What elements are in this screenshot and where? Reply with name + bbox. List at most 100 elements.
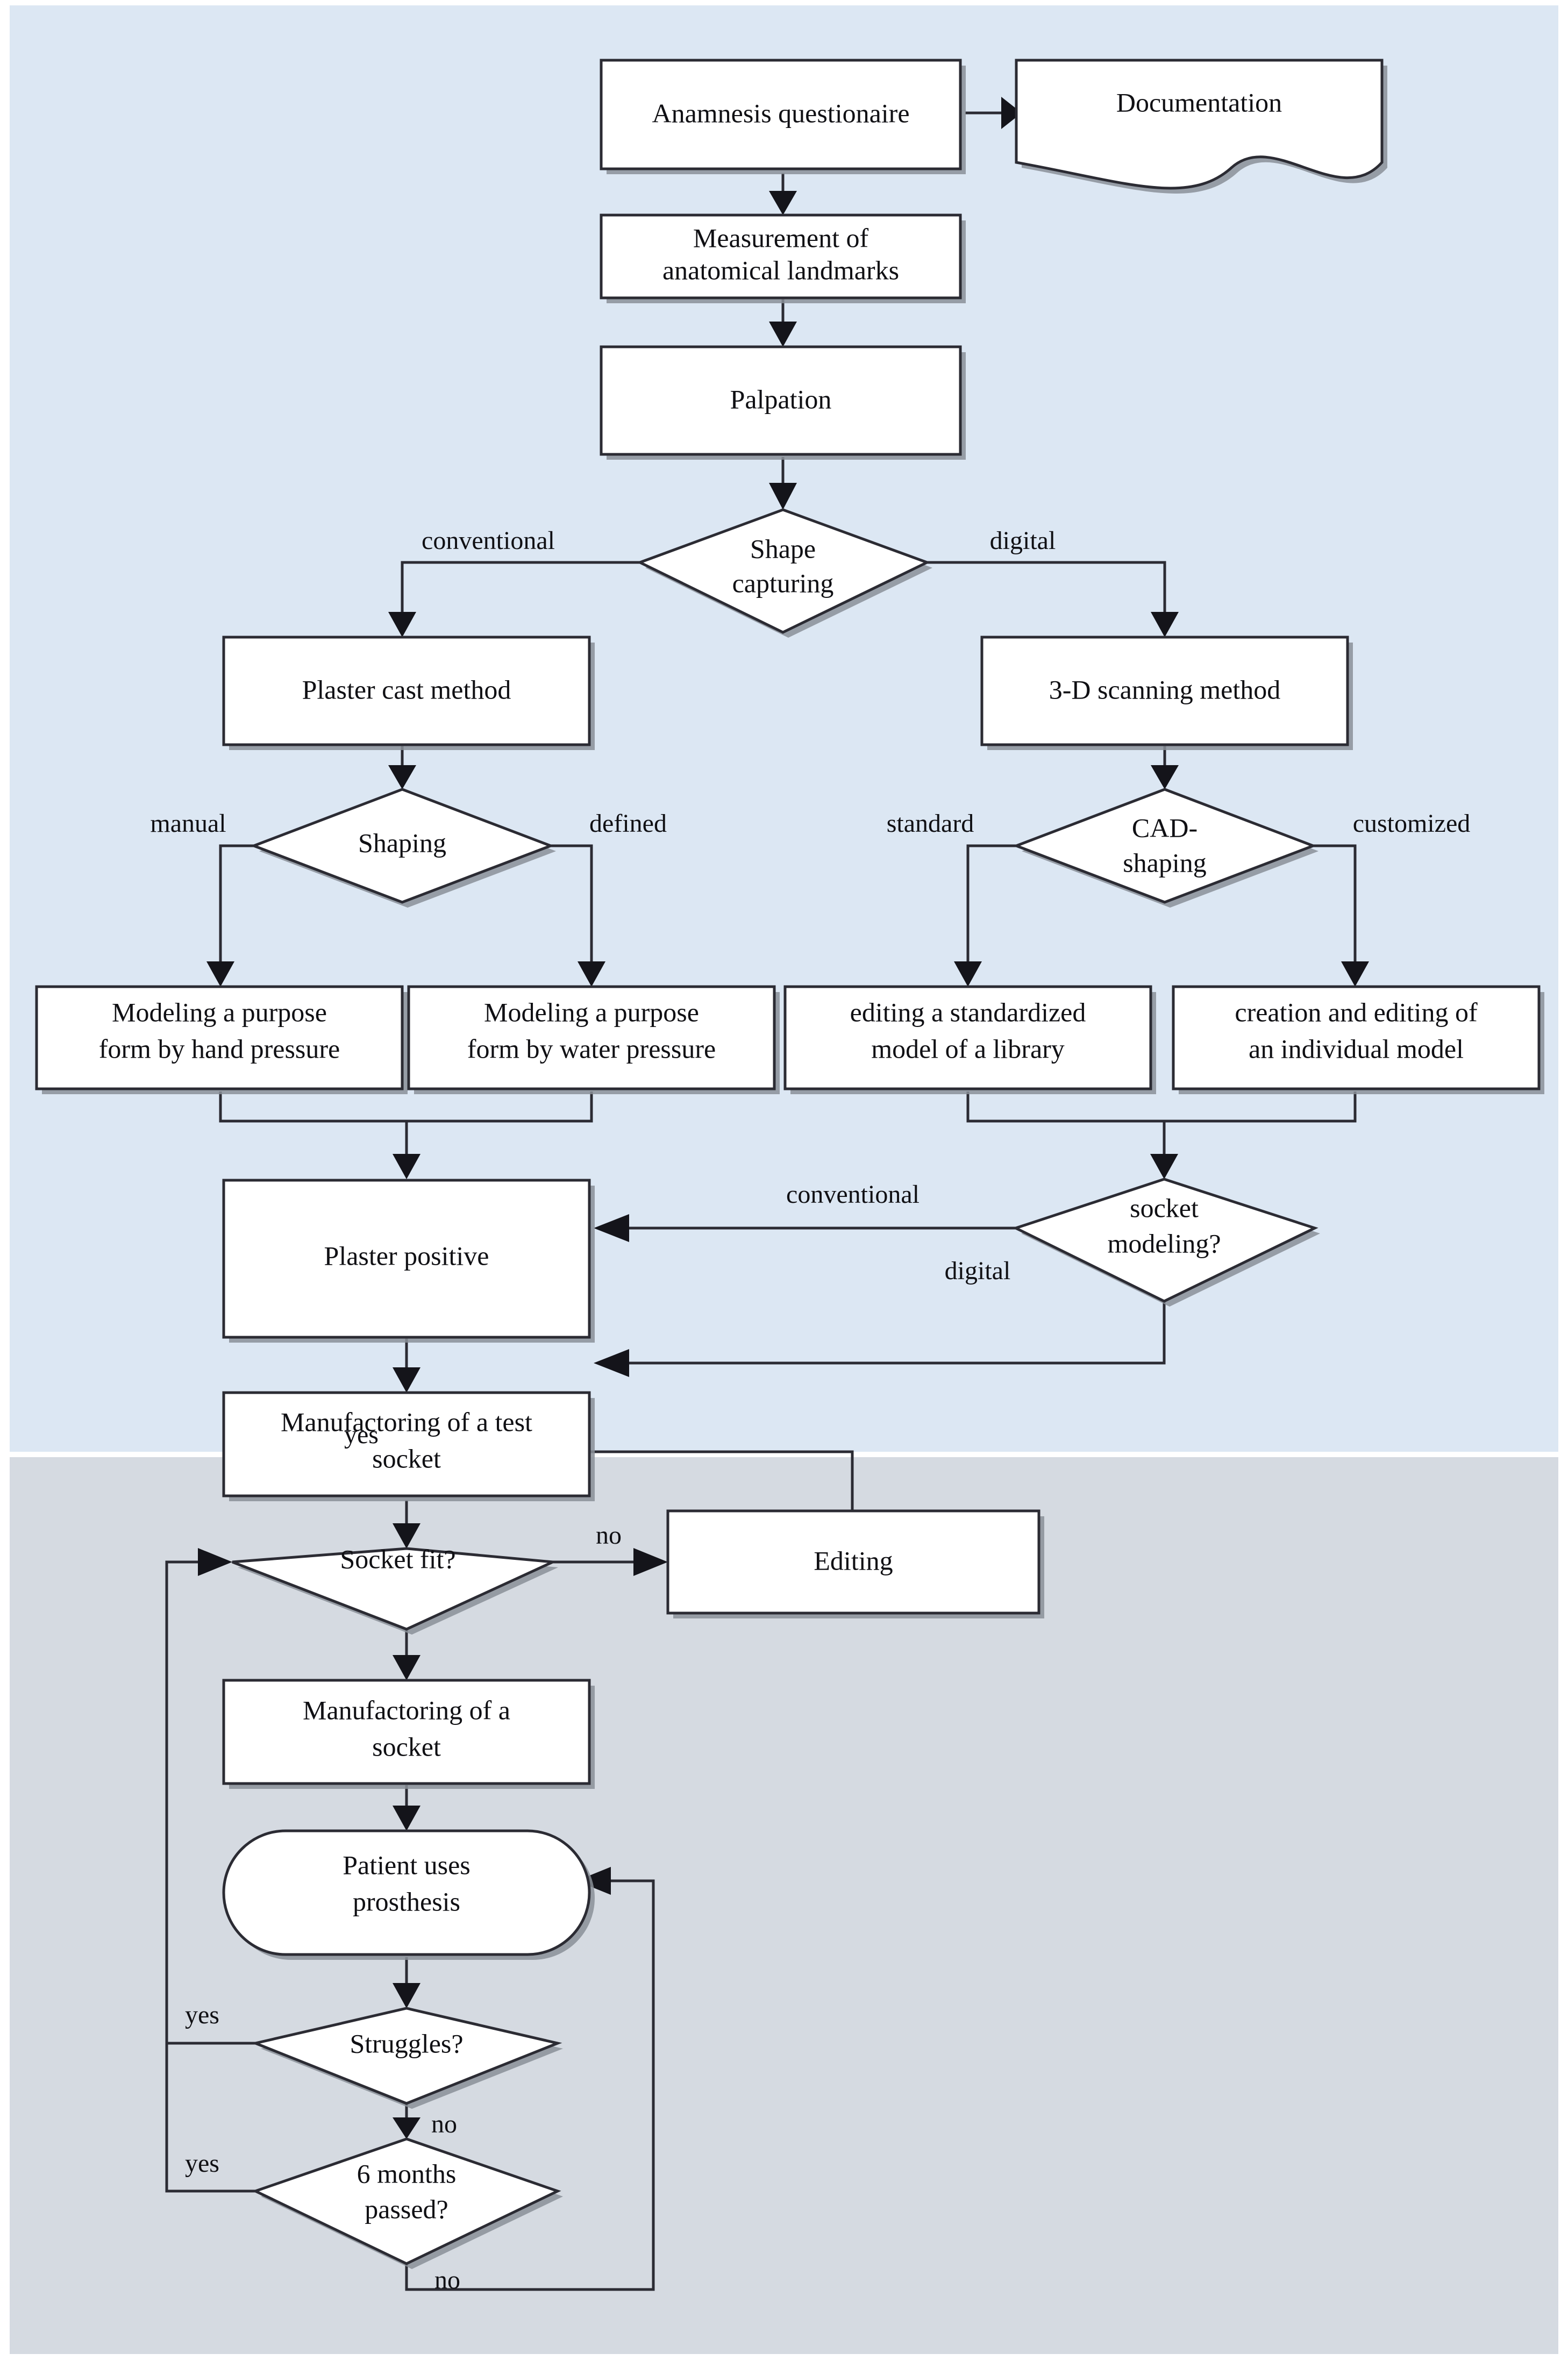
individual-model-box[interactable] <box>1172 985 1541 1090</box>
scanning-3d-method-label: 3-D scanning method <box>1049 674 1280 704</box>
editing-label: Editing <box>814 1545 893 1575</box>
palpation-box[interactable] <box>600 345 962 456</box>
test-socket-box[interactable] <box>222 1391 591 1497</box>
six-months-label-line1: 6 months <box>357 2158 457 2188</box>
edge-label-digital-socket: digital <box>945 1257 1011 1285</box>
arrowhead-digital-to-test-socket <box>594 1349 629 1377</box>
manufacturing-socket-box[interactable] <box>222 1679 591 1785</box>
arrowhead-to-individual-model <box>1341 961 1369 987</box>
struggles-label: Struggles? <box>350 2028 463 2058</box>
cad-shaping-diamond[interactable] <box>1012 788 1317 904</box>
arrowhead-to-struggles <box>393 1983 420 2008</box>
arrowhead-to-plaster-positive <box>393 1154 420 1179</box>
hand-pressure-label-line1: Modeling a purpose <box>112 997 327 1027</box>
edge-label-six-months-yes: yes <box>185 2149 219 2178</box>
arrowhead-to-hand-pressure <box>206 961 234 987</box>
arrowhead-to-patient-uses <box>393 1806 420 1831</box>
standard-model-box[interactable] <box>783 985 1152 1090</box>
anamnesis-questionaire-label: Anamnesis questionaire <box>652 98 909 128</box>
struggles-diamond[interactable] <box>251 2007 562 2105</box>
edge-capturing-conventional <box>401 561 640 613</box>
edge-label-standard: standard <box>887 809 974 838</box>
socket-modeling-diamond[interactable] <box>1012 1178 1318 1303</box>
water-pressure-label-line2: form by water pressure <box>467 1033 716 1064</box>
water-pressure-box[interactable] <box>407 985 776 1090</box>
edge-label-conventional-socket: conventional <box>786 1180 920 1209</box>
arrowhead-to-water-pressure <box>578 961 605 987</box>
measurement-label-line1: Measurement of <box>693 223 869 253</box>
edge-label-fit-yes: yes <box>344 1421 379 1449</box>
shape-capturing-label-line2: capturing <box>732 568 834 598</box>
shaping-diamond[interactable] <box>250 788 555 904</box>
edge-struggles-yes <box>165 1560 255 2045</box>
edge-label-digital-capture: digital <box>990 526 1056 555</box>
measurement-box[interactable] <box>600 213 962 299</box>
hand-pressure-label-line2: form by hand pressure <box>99 1033 340 1064</box>
test-socket-label-line1: Manufactoring of a test <box>281 1407 532 1437</box>
plaster-cast-method-box[interactable] <box>222 636 591 746</box>
patient-uses-prosthesis-box[interactable] <box>222 1829 591 1956</box>
edge-label-six-months-no: no <box>434 2266 460 2294</box>
edge-shaping-defined <box>551 844 593 962</box>
arrowhead-to-palpation <box>769 322 797 347</box>
socket-modeling-label-line1: socket <box>1130 1193 1199 1223</box>
edge-shaping-manual <box>219 844 254 962</box>
edge-hand-pressure-down <box>219 1092 408 1155</box>
water-pressure-label-line1: Modeling a purpose <box>484 997 699 1027</box>
socket-fit-label: Socket fit? <box>340 1544 455 1574</box>
arrowhead-to-measurement <box>769 191 797 215</box>
arrowhead-conventional-to-plaster-positive <box>594 1214 629 1242</box>
socket-fit-diamond[interactable] <box>232 1547 558 1631</box>
edge-individual-model-down <box>1164 1092 1357 1123</box>
arrowhead-to-shaping <box>388 765 416 789</box>
anamnesis-questionaire-box[interactable] <box>600 59 962 170</box>
edge-water-pressure-down <box>407 1092 593 1123</box>
plaster-positive-label: Plaster positive <box>324 1240 489 1271</box>
edge-six-months-yes <box>165 2043 255 2193</box>
arrowhead-to-documentation <box>1001 97 1022 129</box>
edge-label-fit-no: no <box>596 1521 622 1550</box>
manufacturing-socket-label-line2: socket <box>372 1731 441 1761</box>
six-months-label-line2: passed? <box>365 2194 448 2224</box>
editing-box[interactable] <box>666 1509 1040 1615</box>
edge-label-struggles-yes: yes <box>185 2001 219 2029</box>
arrowhead-to-cad-shaping <box>1151 765 1179 789</box>
arrowhead-to-3d-scanning <box>1151 612 1179 637</box>
shape-capturing-diamond[interactable] <box>636 508 931 634</box>
arrowhead-to-shape-capturing <box>769 483 797 510</box>
standard-model-label-line2: model of a library <box>871 1033 1065 1064</box>
plaster-cast-method-label: Plaster cast method <box>302 674 511 704</box>
edge-label-conventional-capture: conventional <box>422 526 555 555</box>
edge-cad-standard <box>966 844 1016 962</box>
scanning-3d-method-box[interactable] <box>980 636 1349 746</box>
plaster-positive-box[interactable] <box>222 1179 591 1339</box>
six-months-diamond[interactable] <box>252 2137 561 2265</box>
documentation-label: Documentation <box>1116 87 1282 117</box>
shaping-label: Shaping <box>358 828 446 858</box>
cad-shaping-label-line2: shaping <box>1123 847 1207 878</box>
arrowhead-to-manufacturing-socket <box>393 1655 420 1680</box>
arrowhead-to-plaster-cast <box>388 612 416 637</box>
standard-model-label-line1: editing a standardized <box>850 997 1086 1027</box>
individual-model-label-line2: an individual model <box>1249 1033 1464 1064</box>
test-socket-label-line2: socket <box>372 1443 441 1473</box>
edge-label-defined: defined <box>589 809 667 838</box>
arrowhead-struggles-yes-to-socket-fit <box>198 1548 232 1576</box>
individual-model-label-line1: creation and editing of <box>1235 997 1478 1027</box>
edge-six-months-no <box>405 1879 655 2291</box>
arrowhead-to-socket-fit <box>393 1523 420 1549</box>
shape-capturing-label-line1: Shape <box>750 533 816 563</box>
arrowhead-to-six-months <box>393 2117 420 2139</box>
patient-uses-label-line1: Patient uses <box>343 1850 470 1880</box>
arrowhead-to-test-socket <box>393 1367 420 1393</box>
edge-socket-modeling-digital <box>629 1301 1166 1365</box>
edge-cad-customized <box>1313 844 1357 962</box>
documentation-shape[interactable] <box>1015 59 1384 190</box>
arrowhead-six-months-no-to-patient <box>576 1867 611 1895</box>
palpation-label: Palpation <box>730 384 832 414</box>
edge-standard-model-down <box>966 1092 1166 1155</box>
arrowhead-to-editing <box>633 1548 668 1576</box>
hand-pressure-box[interactable] <box>35 985 404 1090</box>
